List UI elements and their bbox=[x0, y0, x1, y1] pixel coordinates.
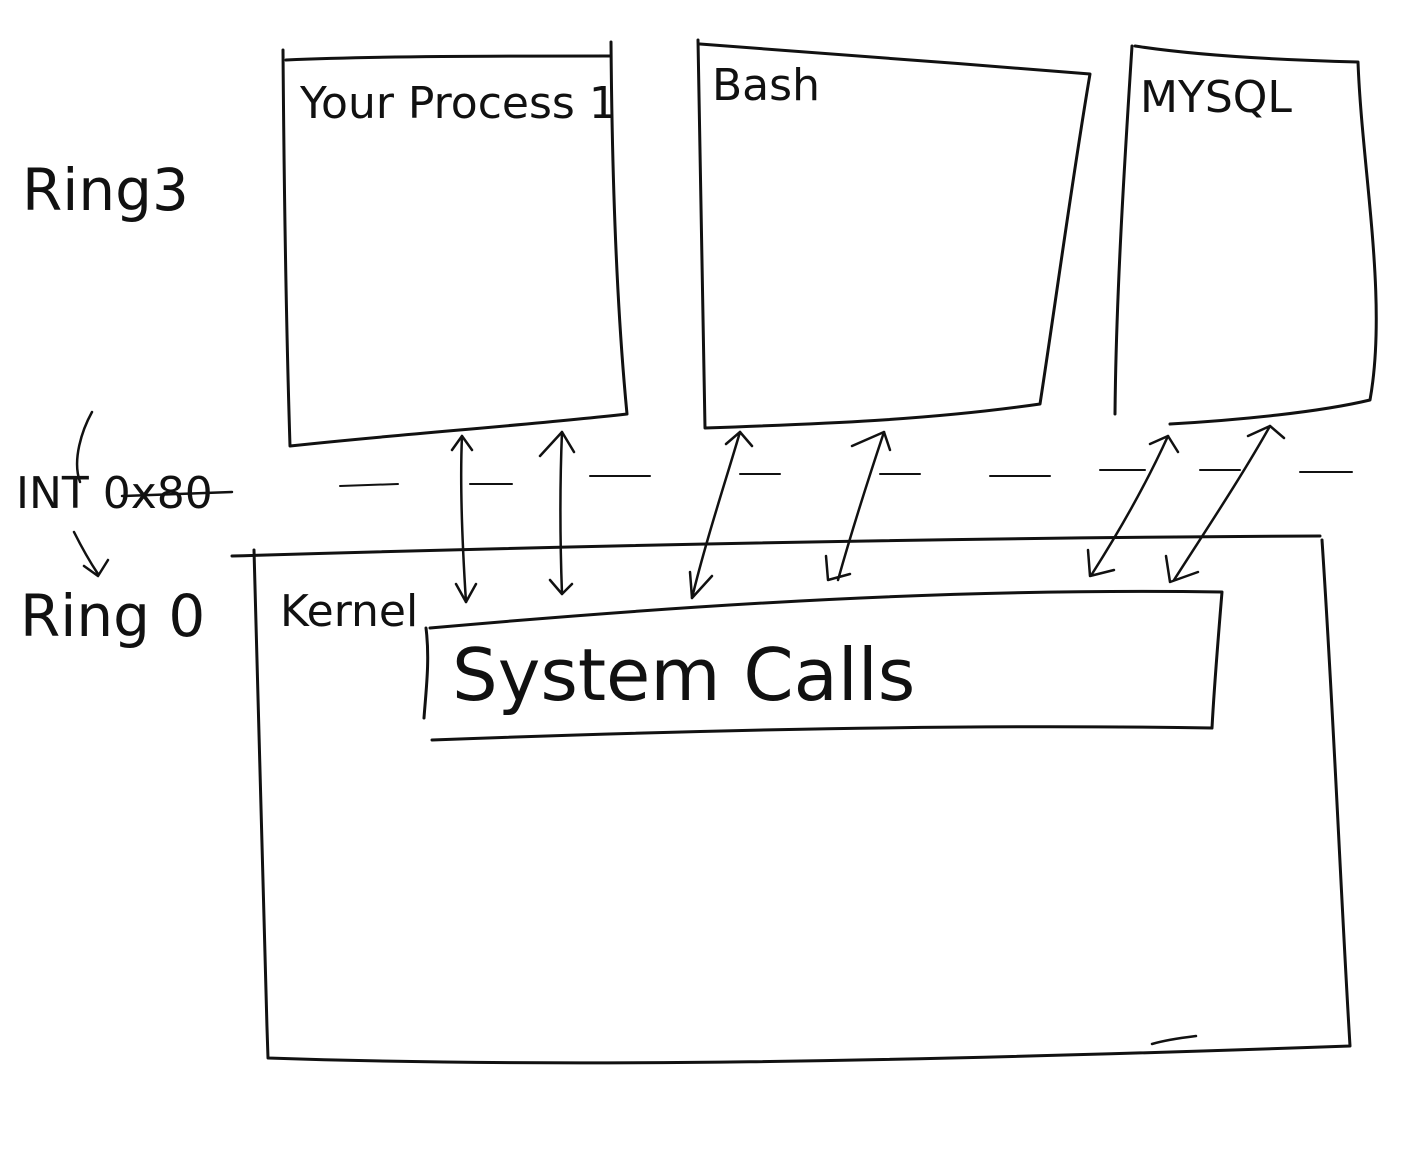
kernel-box: Kernel bbox=[230, 534, 1352, 1065]
process-label: Your Process 1 bbox=[299, 78, 617, 129]
arrow-bash-down bbox=[690, 430, 742, 600]
process-box-bash: Bash bbox=[696, 38, 1092, 430]
arrow-your-process-down bbox=[459, 434, 468, 604]
arrow-mysql-down bbox=[1090, 434, 1170, 576]
system-calls-label: System Calls bbox=[452, 633, 915, 717]
ring3-label: Ring3 bbox=[22, 156, 189, 224]
kernel-label: Kernel bbox=[280, 586, 418, 637]
arrow-bash-up bbox=[836, 430, 886, 582]
process-label: Bash bbox=[712, 60, 820, 111]
process-box-mysql: MYSQL bbox=[1113, 44, 1378, 426]
int-underline bbox=[120, 490, 234, 498]
arrow-mysql-up bbox=[1172, 424, 1272, 582]
process-label: MYSQL bbox=[1140, 72, 1292, 123]
system-calls-box: System Calls bbox=[422, 589, 1224, 742]
process-box-your-process: Your Process 1 bbox=[281, 40, 629, 448]
syscall-arrows bbox=[450, 424, 1286, 604]
int-to-ring0-arrow bbox=[72, 410, 110, 578]
arrow-your-process-up bbox=[559, 430, 564, 596]
ring-boundary-dashes bbox=[339, 469, 1353, 487]
ring0-label: Ring 0 bbox=[20, 582, 205, 650]
